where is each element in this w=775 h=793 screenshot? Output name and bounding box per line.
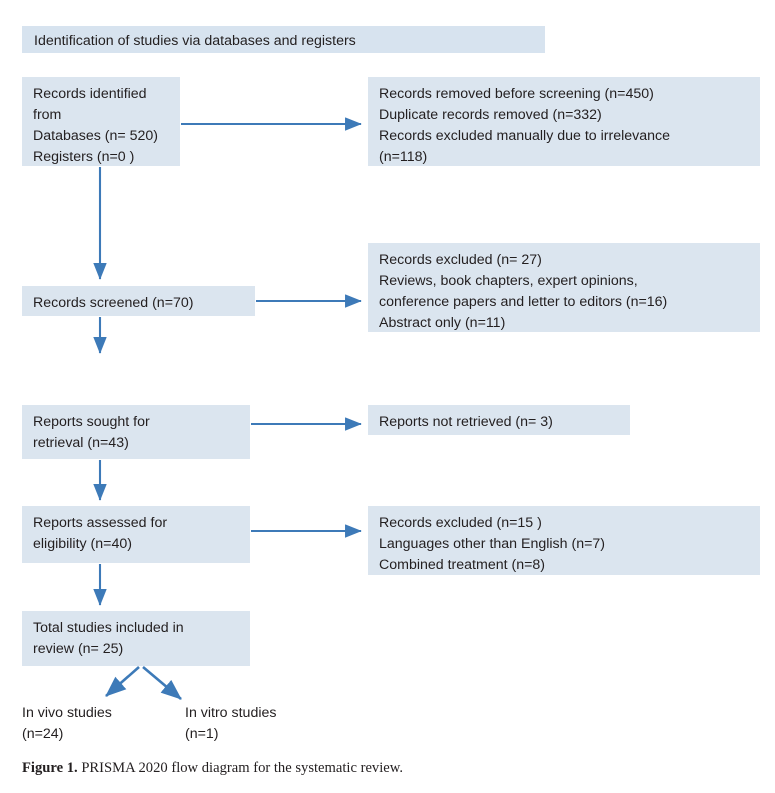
caption-divider bbox=[0, 745, 775, 746]
figure-caption: Figure 1. PRISMA 2020 flow diagram for t… bbox=[22, 758, 762, 778]
node-reports-sought-for-retrieval: Reports sought for retrieval (n=43) bbox=[22, 405, 250, 459]
edge-total-to-in-vivo bbox=[105, 666, 140, 697]
section-header-identification: Identification of studies via databases … bbox=[22, 26, 545, 53]
edge-total-to-in-vitro bbox=[142, 666, 182, 700]
node-in-vitro-studies: In vitro studies (n=1) bbox=[185, 705, 277, 742]
node-records-identified: Records identified from Databases (n= 52… bbox=[22, 77, 180, 166]
figure-caption-prefix: Figure 1. bbox=[22, 760, 78, 776]
node-total-studies-included: Total studies included in review (n= 25) bbox=[22, 611, 250, 666]
node-reports-not-retrieved: Reports not retrieved (n= 3) bbox=[368, 405, 630, 435]
node-reports-assessed-for-eligibility: Reports assessed for eligibility (n=40) bbox=[22, 506, 250, 563]
node-records-screened: Records screened (n=70) bbox=[22, 286, 255, 316]
node-reports-excluded-eligibility: Records excluded (n=15 ) Languages other… bbox=[368, 506, 760, 575]
node-records-removed-before-screening: Records removed before screening (n=450)… bbox=[368, 77, 760, 166]
node-in-vivo-studies: In vivo studies (n=24) bbox=[22, 705, 112, 742]
figure-caption-text: PRISMA 2020 flow diagram for the systema… bbox=[77, 760, 404, 776]
node-records-excluded-screening: Records excluded (n= 27) Reviews, book c… bbox=[368, 243, 760, 332]
